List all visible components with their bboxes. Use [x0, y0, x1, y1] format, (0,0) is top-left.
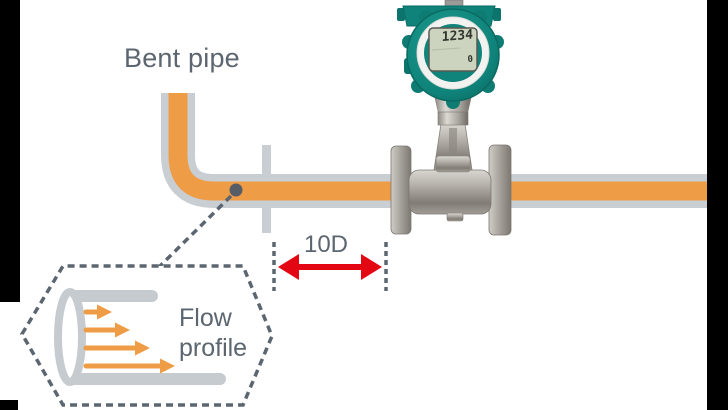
meter-boss [435, 155, 471, 173]
frame-left-bar [0, 0, 20, 302]
bent-pipe [161, 93, 392, 208]
bent-pipe-label: Bent pipe [124, 43, 240, 73]
flow-profile-callout [19, 183, 274, 407]
bent-pipe-bore [168, 93, 392, 201]
callout-line [157, 194, 233, 269]
dimension-label: 10D [303, 231, 349, 258]
meter-bracket-left-ear [397, 8, 405, 21]
inset-pipe-mouth [54, 288, 86, 386]
meter-yoke-slot [449, 128, 457, 162]
lcd-secondary-digit: 0 [467, 54, 474, 66]
vortex-flowmeter [390, 0, 512, 236]
meter-drain-plug [446, 212, 464, 222]
meter-neck-nut [437, 111, 469, 126]
flow-profile-label: Flow profile [179, 304, 248, 362]
lcd-reading: 1234 [441, 27, 474, 46]
inset-pipe-section [54, 288, 226, 386]
bent-pipe-outline [161, 93, 392, 208]
meter-bracket-right-ear [493, 8, 501, 21]
callout-anchor-dot [229, 183, 243, 197]
dimension-annotation [272, 242, 388, 291]
meter-body [408, 169, 492, 215]
dimension-arrow [278, 254, 382, 280]
frame-right-bar [707, 0, 728, 410]
meter-right-flange [488, 144, 512, 236]
meter-lcd-screen [428, 27, 478, 72]
frame-bottom-left-chip [0, 400, 18, 410]
meter-lcd-divider [431, 47, 461, 51]
flow-profile-arrows [83, 304, 175, 374]
meter-left-flange [390, 145, 412, 235]
